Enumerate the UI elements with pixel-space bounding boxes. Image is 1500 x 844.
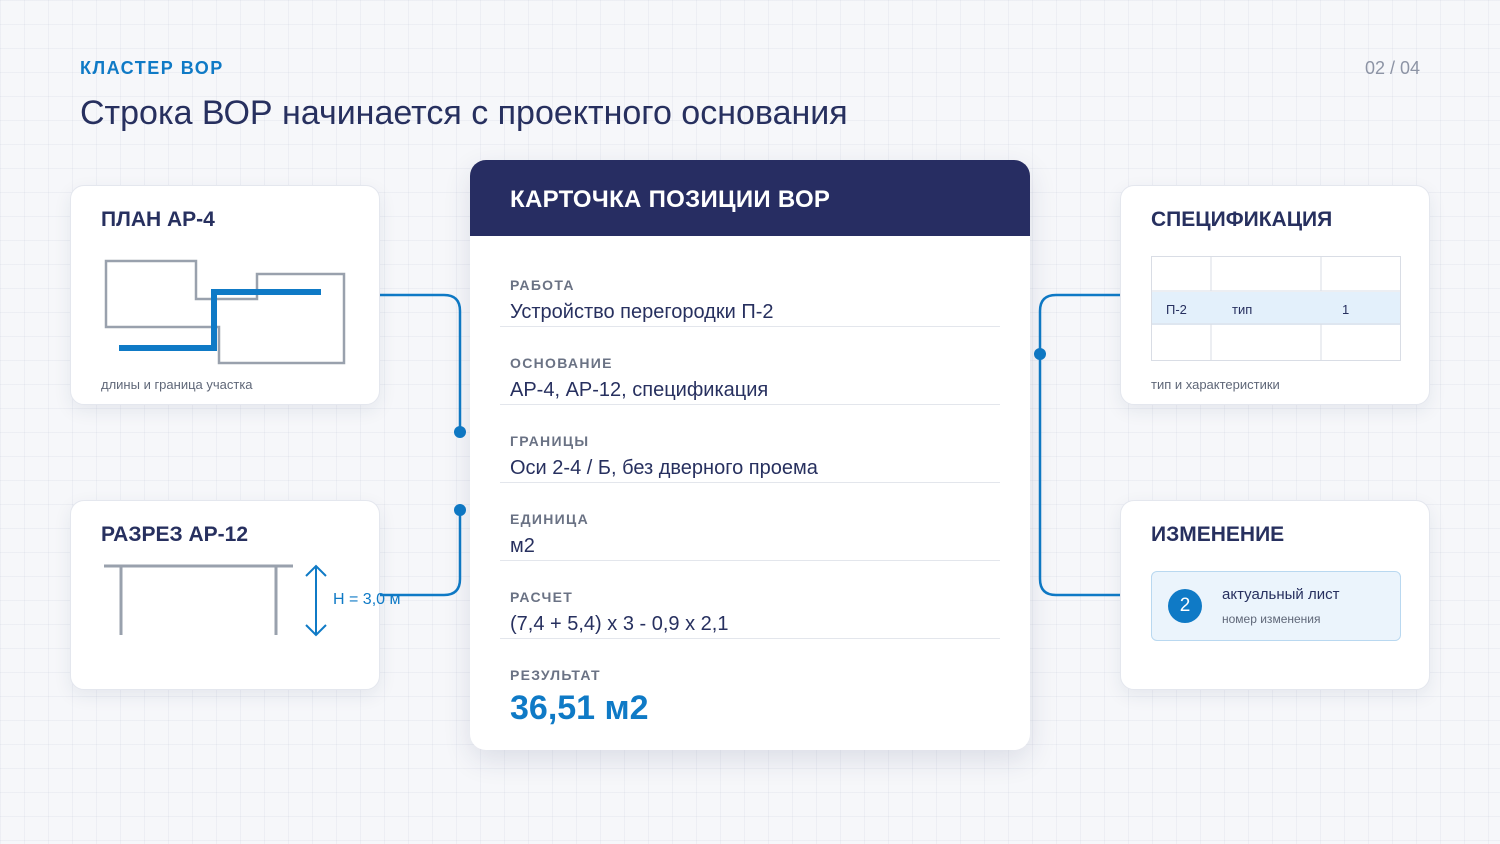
- field-calc: РАСЧЕТ (7,4 + 5,4) х 3 - 0,9 х 2,1: [500, 561, 1000, 639]
- field-unit-label: ЕДИНИЦА: [510, 511, 589, 527]
- spec-caption: тип и характеристики: [1151, 377, 1280, 392]
- spec-cell-type: тип: [1232, 302, 1253, 317]
- main-card-header: КАРТОЧКА ПОЗИЦИИ ВОР: [470, 160, 1030, 236]
- height-label: H = 3,0 м: [333, 591, 401, 608]
- field-unit-value: м2: [510, 535, 535, 557]
- cluster-label: КЛАСТЕР ВОР: [80, 58, 224, 78]
- field-work: РАБОТА Устройство перегородки П-2: [500, 249, 1000, 327]
- field-result-label: РЕЗУЛЬТАТ: [510, 667, 601, 683]
- plan-connector-dot: [454, 426, 466, 438]
- field-calc-value: (7,4 + 5,4) х 3 - 0,9 х 2,1: [510, 613, 729, 635]
- spec-grid-lines: [1151, 256, 1401, 361]
- plan-drawing: [104, 259, 346, 365]
- field-result-value: 36,51 м2: [510, 689, 649, 727]
- spec-connector: [1038, 293, 1120, 597]
- spec-highlight-row: П-2 тип 1: [1152, 292, 1400, 325]
- spec-card-title: СПЕЦИФИКАЦИЯ: [1151, 208, 1333, 231]
- spec-connector-dot: [1034, 348, 1046, 360]
- main-card-title: КАРТОЧКА ПОЗИЦИИ ВОР: [510, 186, 831, 213]
- field-result: РЕЗУЛЬТАТ 36,51 м2: [500, 639, 1000, 727]
- plan-partition-line: [119, 289, 321, 351]
- field-bounds: ГРАНИЦЫ Оси 2-4 / Б, без дверного проема: [500, 405, 1000, 483]
- section-connector: [380, 510, 462, 597]
- plan-outline-left: [104, 259, 346, 365]
- plan-caption: длины и граница участка: [101, 377, 253, 392]
- spec-cell-mark: П-2: [1166, 302, 1187, 317]
- section-card-title: РАЗРЕЗ АР-12: [101, 523, 249, 546]
- field-basis-label: ОСНОВАНИЕ: [510, 355, 613, 371]
- field-work-label: РАБОТА: [510, 277, 575, 293]
- page-title: Строка ВОР начинается с проектного основ…: [80, 94, 848, 132]
- plan-card-title: ПЛАН АР-4: [101, 208, 215, 231]
- field-work-value: Устройство перегородки П-2: [510, 301, 774, 323]
- field-bounds-label: ГРАНИЦЫ: [510, 433, 590, 449]
- main-position-card: КАРТОЧКА ПОЗИЦИИ ВОР РАБОТА Устройство п…: [470, 160, 1030, 750]
- spec-table: П-2 тип 1: [1151, 256, 1401, 361]
- spec-cell-qty: 1: [1342, 302, 1350, 317]
- section-connector-dot: [454, 504, 466, 516]
- change-card: ИЗМЕНЕНИЕ 2 актуальный лист номер измене…: [1120, 500, 1430, 690]
- plan-connector: [380, 293, 462, 432]
- change-card-title: ИЗМЕНЕНИЕ: [1151, 523, 1285, 546]
- field-basis: ОСНОВАНИЕ АР-4, АР-12, спецификация: [500, 327, 1000, 405]
- page-counter: 02 / 04: [1364, 58, 1420, 78]
- plan-card: ПЛАН АР-4 длины и граница участка: [70, 185, 380, 405]
- change-item: 2 актуальный лист номер изменения: [1151, 571, 1401, 641]
- field-unit: ЕДИНИЦА м2: [500, 483, 1000, 561]
- section-card: РАЗРЕЗ АР-12 H = 3,0 м: [70, 500, 400, 690]
- section-drawing: [104, 564, 327, 637]
- field-calc-label: РАСЧЕТ: [510, 589, 574, 605]
- change-item-subtitle: номер изменения: [1222, 612, 1321, 626]
- field-bounds-value: Оси 2-4 / Б, без дверного проема: [510, 457, 818, 479]
- change-item-title: актуальный лист: [1222, 586, 1340, 603]
- spec-card: СПЕЦИФИКАЦИЯ П-2 тип 1 тип и характерист…: [1120, 185, 1430, 405]
- change-number-badge: 2: [1168, 589, 1202, 623]
- height-dimension-arrow: [305, 564, 327, 637]
- field-basis-value: АР-4, АР-12, спецификация: [510, 379, 769, 401]
